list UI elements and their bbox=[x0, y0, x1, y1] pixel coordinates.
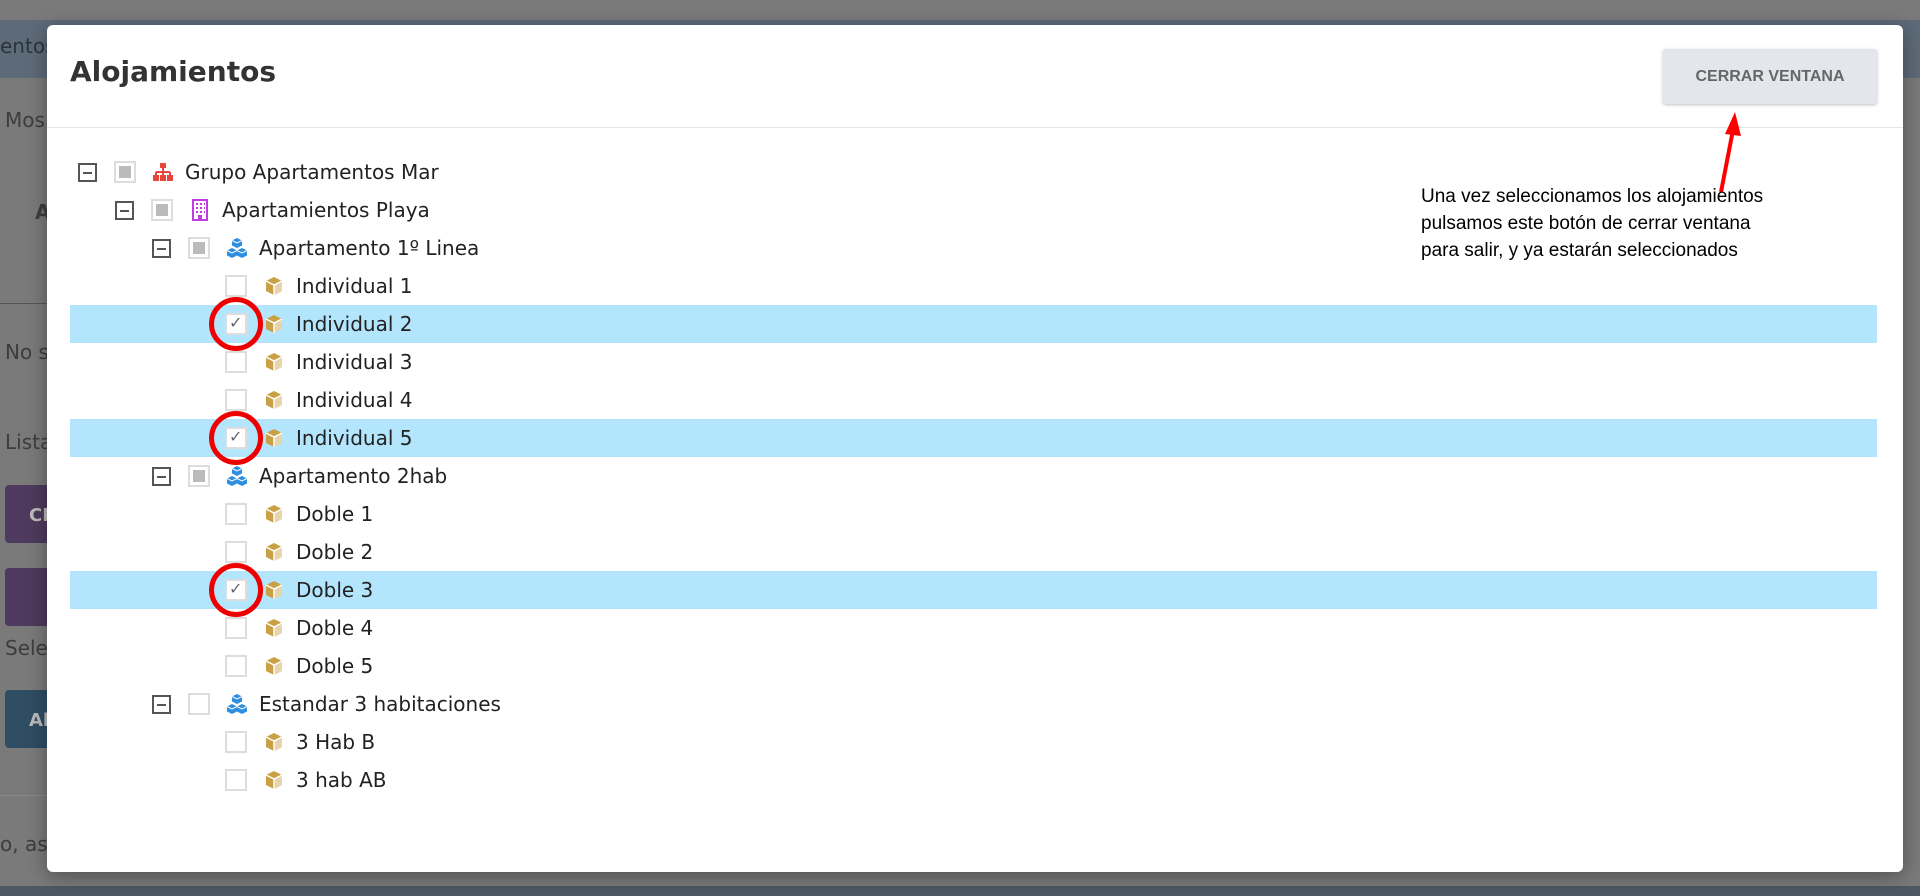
cubes-icon bbox=[226, 465, 248, 487]
node-label: Doble 1 bbox=[296, 502, 374, 526]
highlight-circle bbox=[209, 297, 263, 351]
node-label: Individual 4 bbox=[296, 388, 413, 412]
tree-node[interactable]: Individual 3 bbox=[70, 343, 1877, 381]
node-label: Doble 4 bbox=[296, 616, 374, 640]
collapse-toggle[interactable] bbox=[152, 239, 171, 258]
node-checkbox[interactable] bbox=[225, 351, 247, 373]
node-label: Grupo Apartamentos Mar bbox=[185, 160, 439, 184]
node-label: Estandar 3 habitaciones bbox=[259, 692, 501, 716]
annotation-note: Una vez seleccionamos los alojamientos p… bbox=[1421, 186, 1764, 261]
tree-node[interactable]: Grupo Apartamentos Mar bbox=[70, 153, 1877, 191]
node-label: Apartamientos Playa bbox=[222, 198, 430, 222]
node-checkbox[interactable] bbox=[188, 465, 210, 487]
node-checkbox[interactable] bbox=[225, 389, 247, 411]
bg-text: Mos bbox=[5, 108, 45, 132]
node-checkbox[interactable] bbox=[225, 617, 247, 639]
node-label: 3 Hab B bbox=[296, 730, 376, 754]
tree-node[interactable]: Individual 2 bbox=[70, 297, 1877, 351]
node-checkbox[interactable] bbox=[188, 237, 210, 259]
node-checkbox[interactable] bbox=[225, 275, 247, 297]
highlight-circle bbox=[209, 411, 263, 465]
cube-icon bbox=[263, 313, 285, 335]
node-label: Individual 3 bbox=[296, 350, 413, 374]
tree-node[interactable]: Doble 1 bbox=[70, 495, 1877, 533]
cube-icon bbox=[263, 389, 285, 411]
tree-node[interactable]: Doble 4 bbox=[70, 609, 1877, 647]
highlight-circle bbox=[209, 563, 263, 617]
node-label: Doble 2 bbox=[296, 540, 374, 564]
alojamientos-modal: Alojamientos CERRAR VENTANA Grupo Aparta… bbox=[47, 25, 1903, 872]
node-checkbox[interactable] bbox=[114, 161, 136, 183]
bg-text: A bbox=[35, 200, 51, 224]
node-checkbox[interactable] bbox=[225, 769, 247, 791]
cube-icon bbox=[263, 503, 285, 525]
tree-node[interactable]: Doble 2 bbox=[70, 533, 1877, 571]
collapse-toggle[interactable] bbox=[115, 201, 134, 220]
header-divider bbox=[47, 127, 1903, 128]
cube-icon bbox=[263, 617, 285, 639]
node-checkbox[interactable] bbox=[225, 655, 247, 677]
annotation-arrow bbox=[1719, 112, 1741, 193]
collapse-toggle[interactable] bbox=[78, 163, 97, 182]
bg-text: Sele bbox=[5, 636, 48, 660]
tree-node[interactable]: Individual 4 bbox=[70, 381, 1877, 419]
cubes-icon bbox=[226, 693, 248, 715]
node-checkbox[interactable] bbox=[225, 731, 247, 753]
node-label: Apartamento 1º Linea bbox=[259, 236, 480, 260]
cube-icon bbox=[263, 275, 285, 297]
cubes-icon bbox=[226, 237, 248, 259]
bg-text: No s bbox=[5, 340, 49, 364]
cube-icon bbox=[263, 351, 285, 373]
tree-node[interactable]: Apartamientos Playa bbox=[70, 191, 1877, 229]
cube-icon bbox=[263, 427, 285, 449]
node-checkbox[interactable] bbox=[225, 503, 247, 525]
node-checkbox[interactable] bbox=[225, 541, 247, 563]
cube-icon bbox=[263, 731, 285, 753]
modal-title: Alojamientos bbox=[70, 55, 276, 88]
node-label: Doble 3 bbox=[296, 578, 374, 602]
building-icon bbox=[189, 199, 211, 221]
collapse-toggle[interactable] bbox=[152, 467, 171, 486]
collapse-toggle[interactable] bbox=[152, 695, 171, 714]
node-label: Apartamento 2hab bbox=[259, 464, 448, 488]
cube-icon bbox=[263, 655, 285, 677]
node-label: Doble 5 bbox=[296, 654, 374, 678]
tree-node[interactable]: Apartamento 2hab bbox=[70, 457, 1877, 495]
bg-text: o, as bbox=[0, 832, 48, 856]
cube-icon bbox=[263, 541, 285, 563]
tree-node[interactable]: 3 Hab B bbox=[70, 723, 1877, 761]
node-label: 3 hab AB bbox=[296, 768, 387, 792]
close-window-button[interactable]: CERRAR VENTANA bbox=[1663, 49, 1877, 104]
node-checkbox[interactable] bbox=[188, 693, 210, 715]
tree-node[interactable]: Apartamento 1º Linea bbox=[70, 229, 1877, 267]
tree-node[interactable]: 3 hab AB bbox=[70, 761, 1877, 799]
node-label: Individual 2 bbox=[296, 312, 413, 336]
tree-node[interactable]: Individual 1 bbox=[70, 267, 1877, 305]
node-label: Individual 5 bbox=[296, 426, 413, 450]
tree-node[interactable]: Doble 5 bbox=[70, 647, 1877, 685]
tree-node[interactable]: Estandar 3 habitaciones bbox=[70, 685, 1877, 723]
bg-text: entos bbox=[0, 34, 56, 58]
tree-node[interactable]: Individual 5 bbox=[70, 411, 1877, 465]
sitemap-icon bbox=[152, 161, 174, 183]
cube-icon bbox=[263, 579, 285, 601]
node-label: Individual 1 bbox=[296, 274, 413, 298]
node-checkbox[interactable] bbox=[151, 199, 173, 221]
cube-icon bbox=[263, 769, 285, 791]
bg-text: Lista bbox=[5, 430, 53, 454]
tree-node[interactable]: Doble 3 bbox=[70, 563, 1877, 617]
